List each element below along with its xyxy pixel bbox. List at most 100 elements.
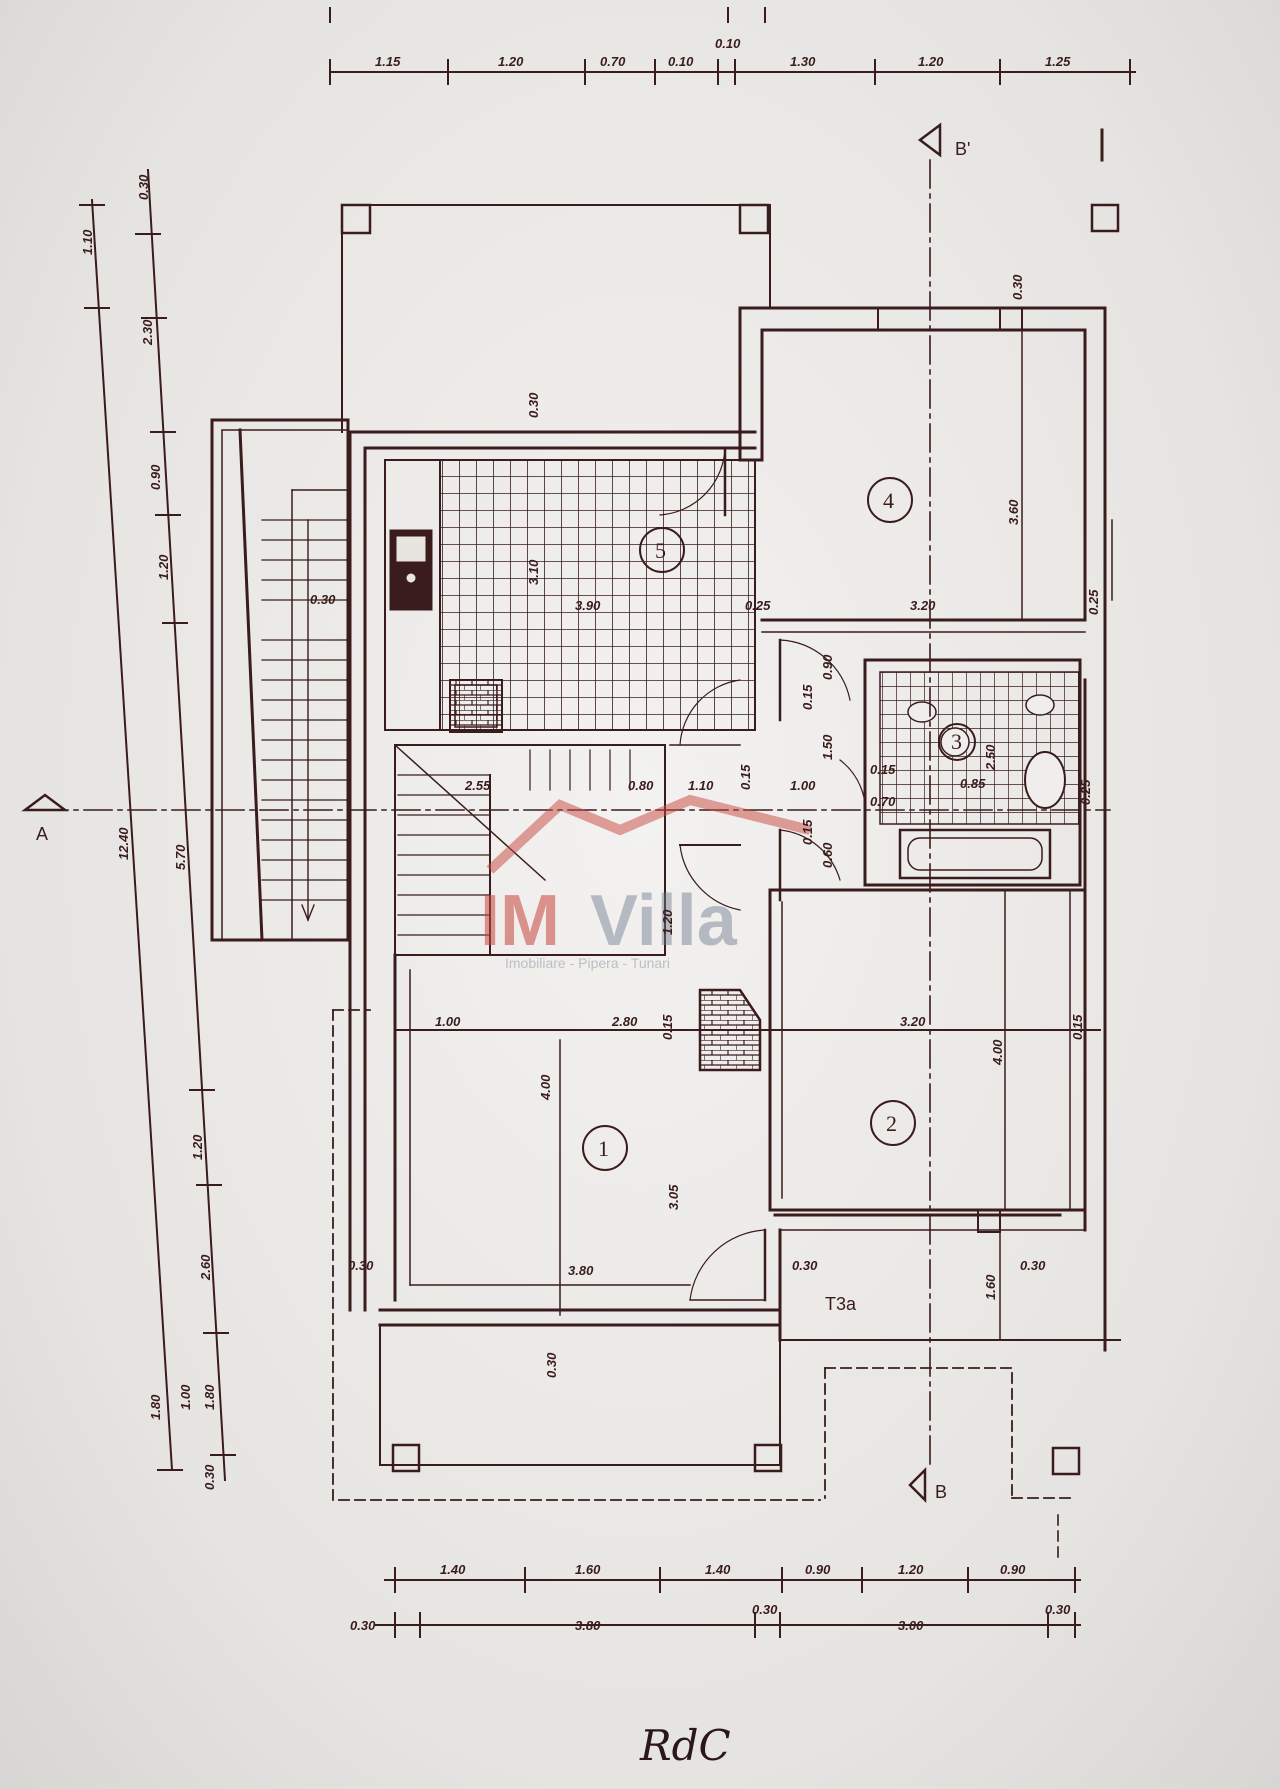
dim-bottom1-3: 0.90 — [805, 1562, 831, 1577]
dim-030-r1-bottom: 0.30 — [544, 1352, 559, 1378]
dim-left-inner-5: 1.20 — [190, 1134, 205, 1160]
dim-bottom2-0: 0.30 — [350, 1618, 376, 1633]
section-lines — [39, 128, 1120, 1561]
dim-kitchen-w: 3.90 — [575, 598, 601, 613]
dim-030-r1-left: 0.30 — [348, 1258, 374, 1273]
room-1 — [393, 953, 771, 1316]
watermark-brand-a: IM — [480, 881, 560, 961]
dim-left-inner-4: 5.70 — [173, 844, 188, 870]
room-number-circles — [582, 477, 976, 1171]
hall-doors — [679, 638, 851, 911]
room-2 — [768, 888, 1101, 1233]
dim-085: 0.85 — [960, 776, 986, 791]
dim-150: 1.50 — [820, 734, 835, 760]
bottom-dimension-lines — [374, 1567, 1081, 1638]
inner-dimension-labels: 0.30 3.10 3.90 0.30 0.25 3.20 3.60 0.30 … — [310, 274, 1101, 1378]
dim-left-inner-3: 1.20 — [156, 554, 171, 580]
dim-380-r1: 3.80 — [568, 1263, 594, 1278]
dim-left-inner-8: 1.00 — [178, 1384, 193, 1410]
dim-top-0: 1.15 — [375, 54, 401, 69]
dim-top-3: 0.10 — [668, 54, 694, 69]
dim-015-e: 0.15 — [660, 1014, 675, 1040]
dim-120-hall: 1.20 — [660, 909, 675, 935]
dim-top-6: 1.20 — [918, 54, 944, 69]
dim-255: 2.55 — [464, 778, 491, 793]
dim-025-c: 0.25 — [1078, 779, 1093, 805]
section-letters: A B' B — [36, 139, 970, 1502]
dim-left-inner-2: 0.90 — [148, 464, 163, 490]
dim-bottom1-1: 1.60 — [575, 1562, 601, 1577]
room-labels: 4 5 3 1 2 T3a — [598, 488, 962, 1314]
dim-left-inner-9: 0.30 — [202, 1464, 217, 1490]
dim-160: 1.60 — [983, 1274, 998, 1300]
dim-left-outer-1: 12.40 — [116, 827, 131, 860]
room-label-3: 3 — [951, 729, 962, 754]
dim-030-r4: 0.30 — [1010, 274, 1025, 300]
dim-left-inner-1: 2.30 — [140, 319, 155, 346]
dim-100-b: 1.00 — [435, 1014, 461, 1029]
dim-100-a: 1.00 — [790, 778, 816, 793]
room-label-5: 5 — [655, 538, 666, 563]
dim-090: 0.90 — [820, 654, 835, 680]
section-b-bottom-label: B — [935, 1482, 947, 1502]
kitchen — [384, 446, 756, 746]
dim-030-kitchen: 0.30 — [526, 392, 541, 418]
top-terrace — [340, 203, 771, 433]
room-4 — [760, 307, 1113, 633]
terrace-t3a — [779, 1229, 1121, 1499]
dim-305: 3.05 — [666, 1184, 681, 1210]
room-label-1: 1 — [598, 1136, 609, 1161]
dim-015-d: 0.15 — [870, 762, 896, 777]
bottom-dimension-labels: 1.40 1.60 1.40 0.90 1.20 0.90 0.30 3.80 … — [350, 1562, 1071, 1633]
interior-stair — [393, 743, 666, 956]
dim-320-r4: 3.20 — [910, 598, 936, 613]
dim-400-r1: 4.00 — [538, 1074, 553, 1101]
dim-025-b: 0.25 — [1086, 589, 1101, 615]
dim-060: 0.60 — [820, 842, 835, 868]
exterior-staircase — [210, 418, 350, 942]
dim-030-r1-right: 0.30 — [792, 1258, 818, 1273]
dim-070: 0.70 — [870, 794, 896, 809]
dim-025-a: 0.25 — [745, 598, 771, 613]
dim-bottom1-0: 1.40 — [440, 1562, 466, 1577]
dim-015-a: 0.15 — [738, 764, 753, 790]
dim-bottom1-2: 1.40 — [705, 1562, 731, 1577]
watermark-tagline: Imobiliare - Pipera - Tunari — [505, 955, 670, 971]
section-markers — [21, 122, 942, 1504]
dim-400-r2: 4.00 — [990, 1039, 1005, 1066]
dim-top-4: 0.10 — [715, 36, 741, 51]
dim-030-stair: 0.30 — [310, 592, 336, 607]
left-dimension-lines — [79, 168, 236, 1482]
dim-top-1: 1.20 — [498, 54, 524, 69]
dim-top-5: 1.30 — [790, 54, 816, 69]
bathroom — [839, 658, 1082, 887]
dim-top-7: 1.25 — [1045, 54, 1071, 69]
dim-left-inner-0: 0.30 — [136, 174, 151, 200]
dim-280: 2.80 — [611, 1014, 638, 1029]
dim-left-outer-2: 1.80 — [148, 1394, 163, 1420]
dim-top-2: 0.70 — [600, 54, 626, 69]
section-b-top-label: B' — [955, 139, 970, 159]
dim-bottom1-4: 1.20 — [898, 1562, 924, 1577]
watermark-brand-b: Villa — [590, 881, 738, 961]
dim-030-t3: 0.30 — [1020, 1258, 1046, 1273]
dim-250: 2.50 — [983, 744, 998, 771]
dim-left-outer-0: 1.10 — [80, 229, 95, 255]
dim-bottom2-3: 3.00 — [898, 1618, 924, 1633]
dim-015-b: 0.15 — [800, 684, 815, 710]
dim-080: 0.80 — [628, 778, 654, 793]
top-dimension-labels: 1.15 1.20 0.70 0.10 0.10 1.30 1.20 1.25 — [375, 36, 1071, 69]
section-a-label: A — [36, 824, 48, 844]
dim-kitchen-h: 3.10 — [526, 559, 541, 585]
room-label-4: 4 — [883, 488, 894, 513]
bottom-terrace — [332, 1009, 821, 1501]
dim-left-inner-6: 2.60 — [198, 1254, 213, 1281]
dim-015-f: 0.15 — [1070, 1014, 1085, 1040]
plan-caption: RdC — [639, 1721, 731, 1770]
room-label-2: 2 — [886, 1111, 897, 1136]
dim-015-c: 0.15 — [800, 819, 815, 845]
dim-360-r4: 3.60 — [1006, 499, 1021, 525]
terrace-label: T3a — [825, 1294, 857, 1314]
